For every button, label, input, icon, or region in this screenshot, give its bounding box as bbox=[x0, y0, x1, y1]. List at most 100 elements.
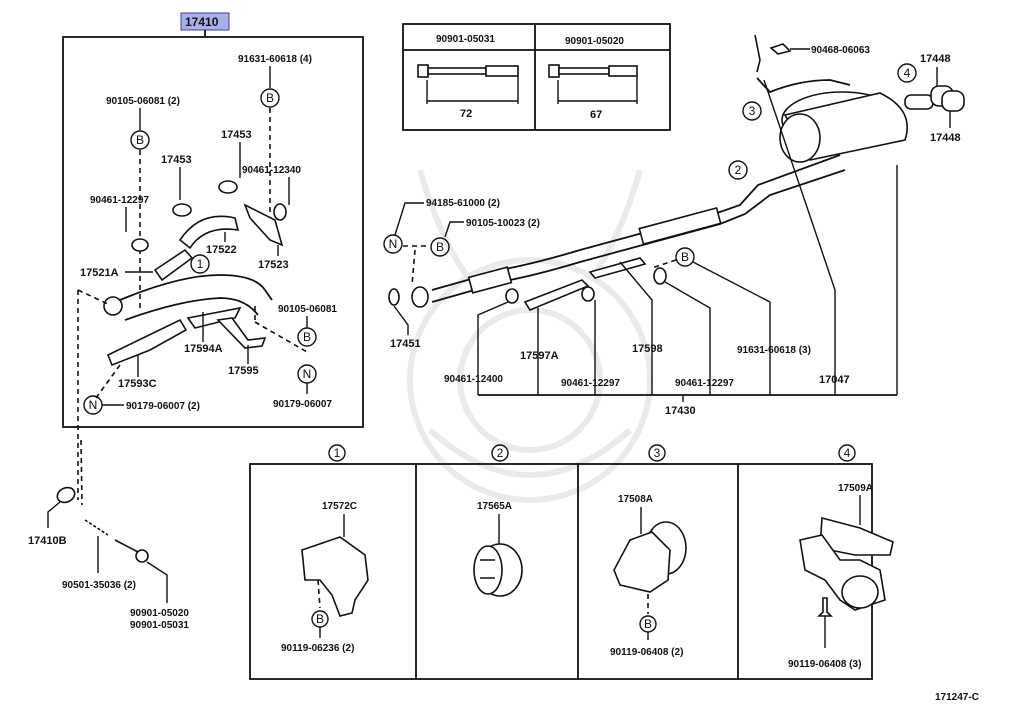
label-17509a[interactable]: 17509A bbox=[838, 483, 873, 494]
svg-text:1: 1 bbox=[334, 446, 341, 460]
clamp-icon bbox=[131, 238, 149, 252]
svg-text:B: B bbox=[681, 250, 689, 264]
gasket-icon bbox=[388, 288, 400, 306]
insulator-17595-shape bbox=[216, 317, 267, 349]
svg-text:4: 4 bbox=[844, 446, 851, 460]
svg-text:2: 2 bbox=[497, 446, 504, 460]
bolt-length-72[interactable]: 72 bbox=[460, 108, 472, 120]
svg-text:N: N bbox=[389, 237, 398, 251]
clamp-icon bbox=[505, 288, 519, 304]
bolt-icon bbox=[548, 64, 638, 78]
bolt-symbol bbox=[675, 247, 695, 267]
flange-icon bbox=[103, 296, 123, 316]
label-17522[interactable]: 17522 bbox=[206, 244, 237, 256]
label-17523[interactable]: 17523 bbox=[258, 259, 289, 271]
label-17451[interactable]: 17451 bbox=[390, 338, 421, 350]
callout-2 bbox=[728, 160, 748, 180]
label-17430[interactable]: 17430 bbox=[665, 405, 696, 417]
svg-text:1: 1 bbox=[197, 257, 204, 271]
label-90461-12297[interactable]: 90461-12297 bbox=[90, 195, 149, 206]
bolt-table-part-2[interactable]: 90901-05020 bbox=[565, 36, 624, 47]
label-90461-12400[interactable]: 90461-12400 bbox=[444, 374, 503, 385]
label-17565a[interactable]: 17565A bbox=[477, 501, 512, 512]
label-91631-60618-4[interactable]: 91631-60618 (4) bbox=[238, 54, 312, 65]
label-17453-b[interactable]: 17453 bbox=[161, 154, 192, 166]
insulator-17594a-shape bbox=[186, 306, 242, 329]
svg-text:N: N bbox=[89, 398, 98, 412]
bolt-symbol bbox=[430, 237, 450, 257]
svg-text:B: B bbox=[436, 240, 444, 254]
svg-text:4: 4 bbox=[904, 66, 911, 80]
bolt-icon bbox=[114, 539, 139, 553]
label-17598[interactable]: 17598 bbox=[632, 343, 663, 355]
bracket-17523-shape bbox=[243, 203, 284, 247]
label-90179-06007-2[interactable]: 90179-06007 (2) bbox=[126, 401, 200, 412]
svg-text:B: B bbox=[303, 330, 311, 344]
callout-3 bbox=[742, 101, 762, 121]
clamp-icon bbox=[218, 180, 238, 194]
label-90119-06236-2[interactable]: 90119-06236 (2) bbox=[281, 643, 354, 654]
label-17453-a[interactable]: 17453 bbox=[221, 129, 252, 141]
bolt-icon bbox=[417, 64, 519, 78]
muffler-area: 90468-06063 3 4 17448 17448 bbox=[742, 34, 965, 395]
label-90119-06408-3[interactable]: 90119-06408 (3) bbox=[788, 659, 861, 670]
label-90461-12297-b[interactable]: 90461-12297 bbox=[675, 378, 734, 389]
label-90468-06063[interactable]: 90468-06063 bbox=[811, 45, 870, 56]
label-91631-60618-3[interactable]: 91631-60618 (3) bbox=[737, 345, 811, 356]
mount-17572c-shape bbox=[301, 536, 369, 617]
bolt-table-part-1[interactable]: 90901-05031 bbox=[436, 34, 495, 45]
label-17448-bottom[interactable]: 17448 bbox=[930, 132, 961, 144]
assembly-17410: 17410 91631-60618 (4) B 90105-06081 (2) … bbox=[62, 12, 364, 500]
label-17047[interactable]: 17047 bbox=[819, 374, 850, 386]
insulator-17597a-shape bbox=[523, 279, 590, 311]
label-94185-61000-2[interactable]: 94185-61000 (2) bbox=[426, 198, 500, 209]
center-pipe: 2 94185-61000 (2) N 90105-10023 (2) B 17… bbox=[383, 154, 897, 417]
label-90901-05020[interactable]: 90901-05020 bbox=[130, 608, 189, 619]
clamp-icon bbox=[172, 203, 192, 217]
detail-panel-4: 4 17509A 90119-06408 (3) bbox=[788, 444, 894, 670]
bolt-table: 90901-05031 90901-05020 72 67 bbox=[402, 23, 671, 131]
label-90461-12340[interactable]: 90461-12340 bbox=[242, 165, 301, 176]
lower-left-parts: 17410B 90501-35036 (2) 90901-05020 90901… bbox=[28, 439, 189, 631]
bolt-icon bbox=[817, 597, 833, 617]
label-17594a[interactable]: 17594A bbox=[184, 343, 223, 355]
insulator-17593c-shape bbox=[106, 318, 188, 367]
label-17595[interactable]: 17595 bbox=[228, 365, 259, 377]
nut-symbol bbox=[383, 234, 403, 254]
label-90105-10023-2[interactable]: 90105-10023 (2) bbox=[466, 218, 540, 229]
label-90105-06081[interactable]: 90105-06081 bbox=[278, 304, 337, 315]
svg-text:B: B bbox=[644, 617, 652, 631]
hose-17522-shape bbox=[178, 215, 240, 250]
svg-text:N: N bbox=[303, 367, 312, 381]
callout-4 bbox=[897, 63, 917, 83]
label-17572c[interactable]: 17572C bbox=[322, 501, 357, 512]
sensor-icon bbox=[754, 34, 761, 73]
label-90501-35036-2[interactable]: 90501-35036 (2) bbox=[62, 580, 136, 591]
callout-1 bbox=[190, 254, 210, 274]
diagram-ref-code: 171247-C bbox=[935, 692, 979, 703]
tailpipe-icon bbox=[941, 90, 965, 112]
detail-panel-1: 1 17572C B 90119-06236 (2) bbox=[281, 444, 369, 654]
svg-text:B: B bbox=[316, 612, 324, 626]
label-90119-06408-2[interactable]: 90119-06408 (2) bbox=[610, 647, 683, 658]
callout-1 bbox=[328, 444, 346, 462]
svg-text:3: 3 bbox=[654, 446, 661, 460]
label-17593c[interactable]: 17593C bbox=[118, 378, 157, 390]
label-17508a[interactable]: 17508A bbox=[618, 494, 653, 505]
label-90105-06081-2[interactable]: 90105-06081 (2) bbox=[106, 96, 180, 107]
label-90901-05031[interactable]: 90901-05031 bbox=[130, 620, 189, 631]
svg-text:2: 2 bbox=[735, 163, 742, 177]
label-17410b[interactable]: 17410B bbox=[28, 535, 67, 547]
callout-2 bbox=[491, 444, 509, 462]
gasket-icon bbox=[56, 486, 76, 504]
label-17521a[interactable]: 17521A bbox=[80, 267, 119, 279]
bolt-length-67[interactable]: 67 bbox=[590, 109, 602, 121]
label-90179-06007[interactable]: 90179-06007 bbox=[273, 399, 332, 410]
label-17448-top[interactable]: 17448 bbox=[920, 53, 951, 65]
label-90461-12297-a[interactable]: 90461-12297 bbox=[561, 378, 620, 389]
label-17597a[interactable]: 17597A bbox=[520, 350, 559, 362]
svg-text:3: 3 bbox=[749, 104, 756, 118]
bolt-symbol bbox=[260, 88, 280, 108]
spring-icon bbox=[84, 519, 109, 536]
assembly-id[interactable]: 17410 bbox=[185, 15, 219, 29]
